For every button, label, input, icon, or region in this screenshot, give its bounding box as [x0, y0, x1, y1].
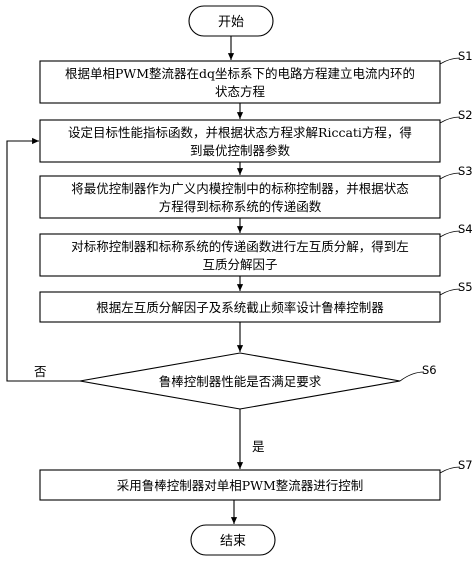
decision-diamond-s6: 鲁棒控制器性能是否满足要求 [79, 352, 401, 410]
step-box-s1: 根据单相PWM整流器在dq坐标系下的电路方程建立电流内环的 状态方程 [39, 60, 441, 104]
step-label-s1: S1 [458, 49, 473, 63]
step-label-s4: S4 [458, 222, 473, 236]
step-s1-line-1: 根据单相PWM整流器在dq坐标系下的电路方程建立电流内环的 [65, 66, 415, 81]
step-box-s4: 对标称控制器和标称系统的传递函数进行左互质分解，得到左 互质分解因子 [39, 233, 441, 277]
step-box-s2: 设定目标性能指标函数，并根据状态方程求解Riccati方程，得 到最优控制器参数 [39, 119, 441, 163]
end-terminal: 结束 [190, 524, 276, 556]
step-box-s7: 采用鲁棒控制器对单相PWM整流器进行控制 [39, 469, 441, 501]
end-label: 结束 [220, 534, 246, 549]
step-s7-line-1: 采用鲁棒控制器对单相PWM整流器进行控制 [117, 478, 364, 493]
step-s3-line-2: 方程得到标称系统的传递函数 [159, 199, 322, 214]
decision-s6-text: 鲁棒控制器性能是否满足要求 [159, 374, 322, 389]
step-s1-line-2: 状态方程 [215, 84, 266, 99]
step-s4-line-2: 互质分解因子 [202, 257, 277, 272]
decision-yes-label: 是 [252, 439, 265, 454]
step-s2-line-1: 设定目标性能指标函数，并根据状态方程求解Riccati方程，得 [68, 125, 412, 140]
leader-s4 [439, 230, 461, 238]
leader-s1 [439, 57, 461, 65]
step-label-s3: S3 [458, 164, 473, 178]
leader-s5 [439, 288, 461, 296]
step-s2-line-2: 到最优控制器参数 [190, 143, 291, 158]
step-box-s3: 将最优控制器作为广义内模控制中的标称控制器，并根据状态 方程得到标称系统的传递函… [39, 175, 441, 219]
start-terminal: 开始 [188, 5, 274, 37]
leader-s2 [439, 116, 461, 124]
step-s5-line-1: 根据左互质分解因子及系统截止频率设计鲁棒控制器 [96, 300, 384, 315]
step-s3-line-1: 将最优控制器作为广义内模控制中的标称控制器，并根据状态 [71, 181, 409, 196]
step-label-s6: S6 [422, 363, 437, 377]
leader-s3 [439, 172, 461, 180]
leader-s6 [399, 371, 425, 382]
step-box-s5: 根据左互质分解因子及系统截止频率设计鲁棒控制器 [39, 291, 441, 323]
decision-no-label: 否 [34, 364, 47, 379]
arrow-s6-no-loop [6, 137, 80, 382]
step-label-s7: S7 [458, 458, 473, 472]
step-label-s5: S5 [458, 280, 473, 294]
start-label: 开始 [218, 15, 244, 30]
leader-s7 [439, 466, 461, 474]
step-s4-line-1: 对标称控制器和标称系统的传递函数进行左互质分解，得到左 [71, 239, 409, 254]
step-label-s2: S2 [458, 108, 473, 122]
